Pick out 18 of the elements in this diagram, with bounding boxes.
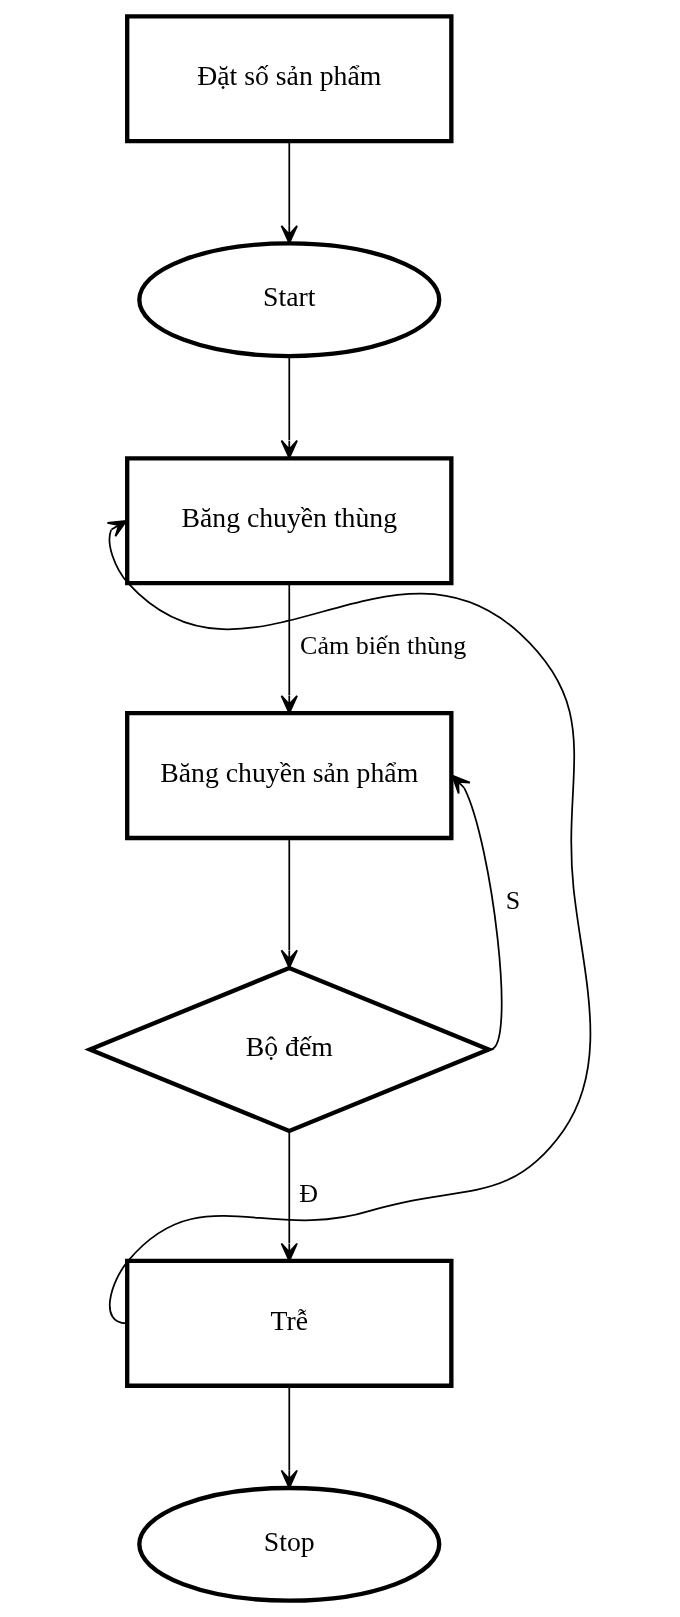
node-box: Đặt số sản phẩm	[124, 14, 453, 144]
edge-label: S	[505, 886, 520, 916]
edge-label: Đ	[298, 1178, 318, 1208]
arrow	[280, 837, 298, 969]
arrow	[280, 582, 298, 714]
arrow	[280, 1385, 298, 1489]
arrow	[280, 140, 298, 245]
arrow	[450, 774, 502, 1051]
arrow	[280, 355, 298, 459]
arrow	[280, 1130, 298, 1262]
arrow	[106, 519, 591, 1325]
node-diamond: Bộ đếm	[83, 965, 494, 1134]
node-box: Băng chuyền thùng	[124, 456, 453, 586]
node-ellipse: Start	[136, 241, 441, 359]
edge-label: Cảm biến thùng	[299, 631, 466, 661]
node-box: Trễ	[124, 1258, 453, 1388]
node-box: Băng chuyền sản phẩm	[124, 711, 453, 841]
node-ellipse: Stop	[136, 1485, 441, 1603]
